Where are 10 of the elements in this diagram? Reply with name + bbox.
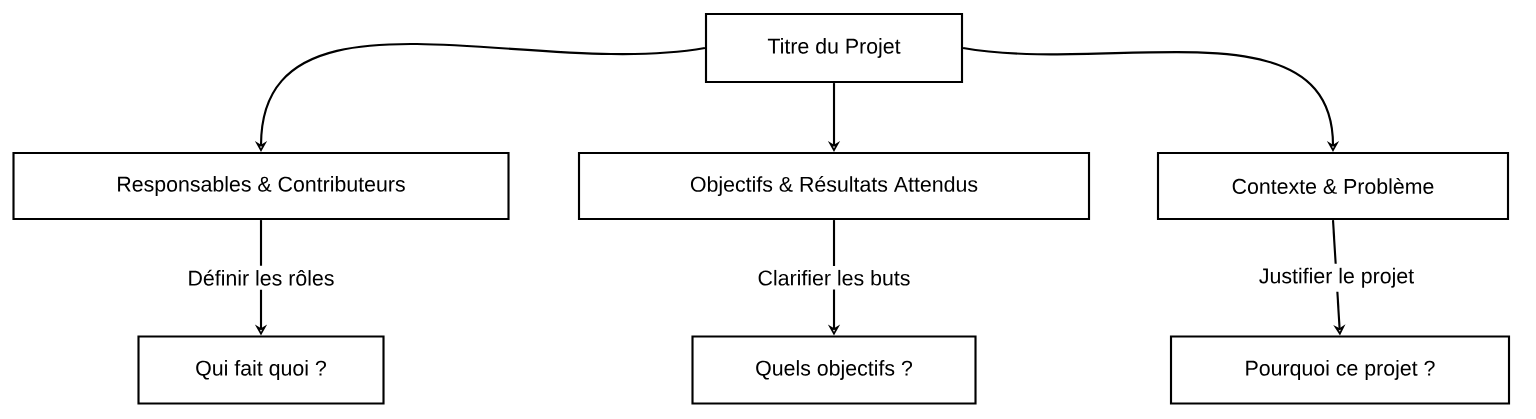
process-box: Quels objectifs ? bbox=[691, 335, 977, 405]
edge-label: Définir les rôles bbox=[183, 265, 339, 290]
process-box: Pourquoi ce projet ? bbox=[1169, 335, 1511, 405]
process-box: Qui fait quoi ? bbox=[137, 335, 385, 405]
process-box: Titre du Projet bbox=[704, 12, 964, 84]
edge-label: Justifier le projet bbox=[1254, 263, 1419, 292]
process-box: Objectifs & Résultats Attendus bbox=[577, 151, 1091, 221]
edge-label: Clarifier les buts bbox=[753, 265, 915, 290]
process-box: Responsables & Contributeurs bbox=[12, 151, 510, 221]
process-box: Contexte & Problème bbox=[1156, 151, 1510, 221]
